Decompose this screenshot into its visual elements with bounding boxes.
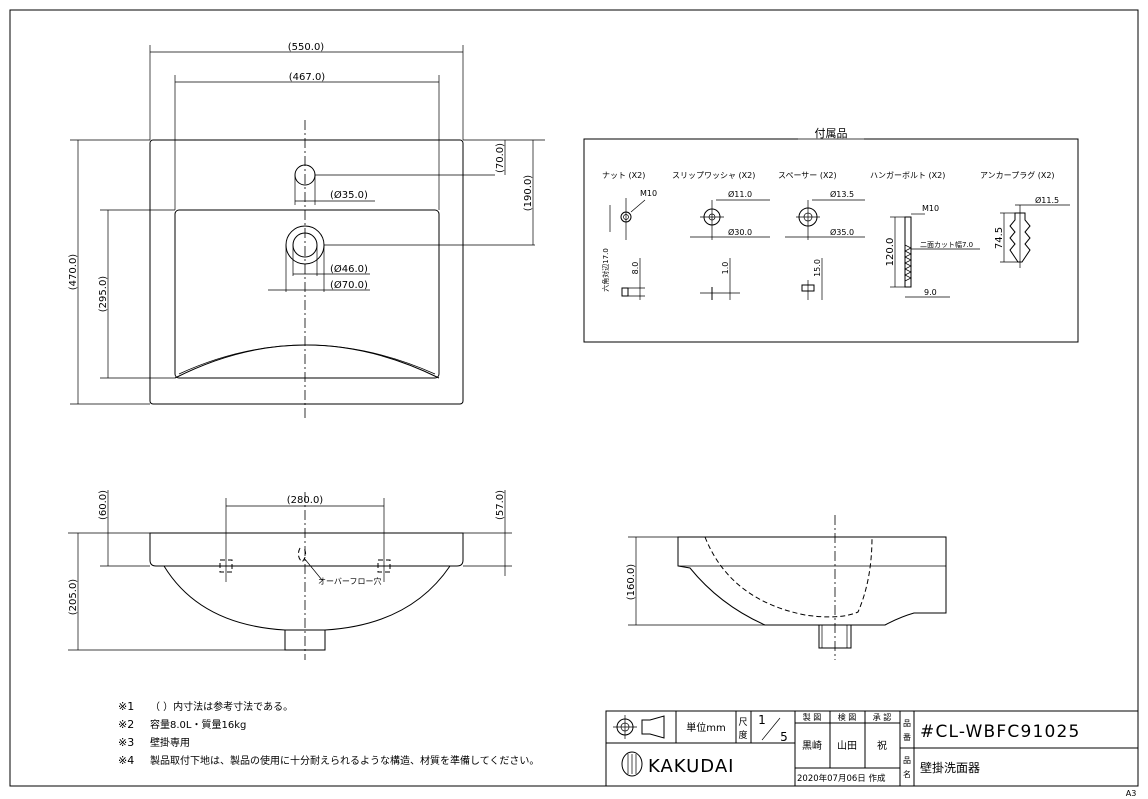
plug-dia: Ø11.5 — [1035, 195, 1059, 205]
col-made: 製 図 — [803, 712, 822, 722]
dim-mount-spacing: (280.0) — [287, 495, 324, 506]
hin-label-4: 名 — [903, 769, 911, 779]
spacer-inner: Ø13.5 — [830, 189, 854, 199]
accessories-panel: 付属品 ナット (X2) M10 六角対辺17.0 8.0 スリップワッシャ (… — [583, 127, 1079, 343]
note-1-text: （ ）内寸法は参考寸法である。 — [150, 700, 293, 713]
nut-side-icon — [621, 287, 629, 297]
front-bowl — [163, 565, 451, 631]
plug-icon — [1009, 212, 1031, 263]
scale-num: 1 — [758, 713, 766, 727]
name-made: 黒崎 — [802, 739, 822, 752]
bowl-front-curve-inner — [178, 344, 436, 375]
sheet-border — [9, 9, 1139, 787]
top-view: (550.0) (467.0) (470.0) (295.0) (70.0) (… — [68, 42, 545, 420]
washer-outer: Ø30.0 — [728, 227, 752, 237]
mount-hole-left — [210, 548, 242, 582]
dim-width: (550.0) — [288, 42, 325, 53]
dim-drain-hole-inner: (Ø46.0) — [330, 263, 368, 275]
hin-label-1: 品 — [903, 719, 911, 728]
drawing-date: 2020年07月06日 作成 — [797, 773, 886, 784]
dim-right-top: (57.0) — [495, 490, 506, 520]
bowl-front-curve — [174, 344, 440, 379]
logo-text: KAKUDAI — [648, 756, 734, 777]
washer-thickness: 1.0 — [721, 262, 730, 275]
hin-label-3: 品 — [903, 756, 911, 765]
part-name: 壁掛洗面器 — [920, 760, 980, 775]
spacer-label: スペーサー (X2) — [778, 171, 837, 180]
accessories-title: 付属品 — [815, 127, 848, 140]
spacer-thickness: 15.0 — [813, 259, 822, 277]
dim-faucet-offset: (70.0) — [495, 143, 506, 173]
name-check: 山田 — [837, 740, 857, 752]
dim-front-height: (205.0) — [68, 579, 79, 616]
washer-inner: Ø11.0 — [728, 189, 752, 199]
dim-height: (470.0) — [68, 254, 79, 291]
side-outline — [677, 536, 947, 626]
overflow-label: オーバーフロー穴 — [318, 576, 381, 586]
plug-label: アンカープラグ (X2) — [980, 170, 1055, 180]
unit-label: 単位mm — [686, 721, 725, 734]
spacer-outer: Ø35.0 — [830, 227, 854, 237]
scale-label-1: 尺 — [738, 717, 747, 728]
col-check: 検 図 — [838, 712, 857, 722]
bolt-flat: 二面カット幅7.0 — [920, 240, 973, 249]
dim-left-top: (60.0) — [98, 490, 109, 520]
note-2-text: 容量8.0L・質量16kg — [150, 718, 246, 731]
front-rim — [149, 532, 464, 567]
dim-inner-width: (467.0) — [289, 72, 326, 83]
bolt-icon — [904, 216, 912, 288]
bolt-label: ハンガーボルト (X2) — [870, 170, 945, 180]
mount-hole-right — [368, 548, 400, 582]
overflow-hole — [297, 547, 307, 563]
bolt-thread: M10 — [922, 204, 939, 213]
note-3-text: 壁掛専用 — [150, 736, 190, 749]
note-4-text: 製品取付下地は、製品の使用に十分耐えられるような構造、材質を準備してください。 — [150, 754, 539, 767]
projection-symbol-icon — [613, 715, 665, 739]
nut-thickness: 8.0 — [631, 262, 640, 275]
note-1-mark: ※1 — [118, 700, 134, 713]
washer-label: スリップワッシャ (X2) — [672, 171, 755, 180]
hin-label-2: 番 — [903, 732, 911, 742]
title-block: 単位mm 尺 度 1 5 製 図 検 図 承 認 黒崎 山田 祝 2020年07… — [605, 710, 1139, 798]
front-view: オーバーフロー穴 (280.0) (60.0) (205.0) (57.0) — [68, 490, 512, 660]
note-4-mark: ※4 — [118, 754, 134, 767]
dim-faucet-hole: (Ø35.0) — [330, 189, 368, 201]
col-approve: 承 認 — [873, 712, 892, 722]
plug-length: 74.5 — [994, 227, 1005, 249]
note-2-mark: ※2 — [118, 718, 134, 731]
nut-width: 六角対辺17.0 — [601, 248, 610, 292]
name-approve: 祝 — [877, 739, 887, 752]
dim-drain-offset: (190.0) — [523, 175, 534, 212]
side-view: (160.0) — [626, 515, 947, 660]
scale-den: 5 — [780, 730, 788, 744]
note-3-mark: ※3 — [118, 736, 134, 749]
side-bowl-hidden — [704, 536, 873, 618]
notes: ※1 （ ）内寸法は参考寸法である。 ※2 容量8.0L・質量16kg ※3 壁… — [118, 700, 539, 767]
nut-label: ナット (X2) — [602, 171, 645, 180]
dim-side-height: (160.0) — [626, 564, 637, 601]
scale-label-2: 度 — [738, 729, 747, 741]
bolt-dia: 9.0 — [924, 288, 937, 297]
sheet-size: A3 — [1126, 789, 1137, 798]
bowl-outline — [174, 209, 440, 379]
nut-thread: M10 — [640, 189, 657, 198]
bolt-length: 120.0 — [885, 238, 896, 267]
dim-drain-hole-outer: (Ø70.0) — [330, 279, 368, 291]
kakudai-logo-icon — [621, 751, 643, 777]
part-number: #CL-WBFC91025 — [920, 722, 1081, 742]
dim-inner-height: (295.0) — [98, 276, 109, 313]
basin-outline — [149, 139, 464, 405]
